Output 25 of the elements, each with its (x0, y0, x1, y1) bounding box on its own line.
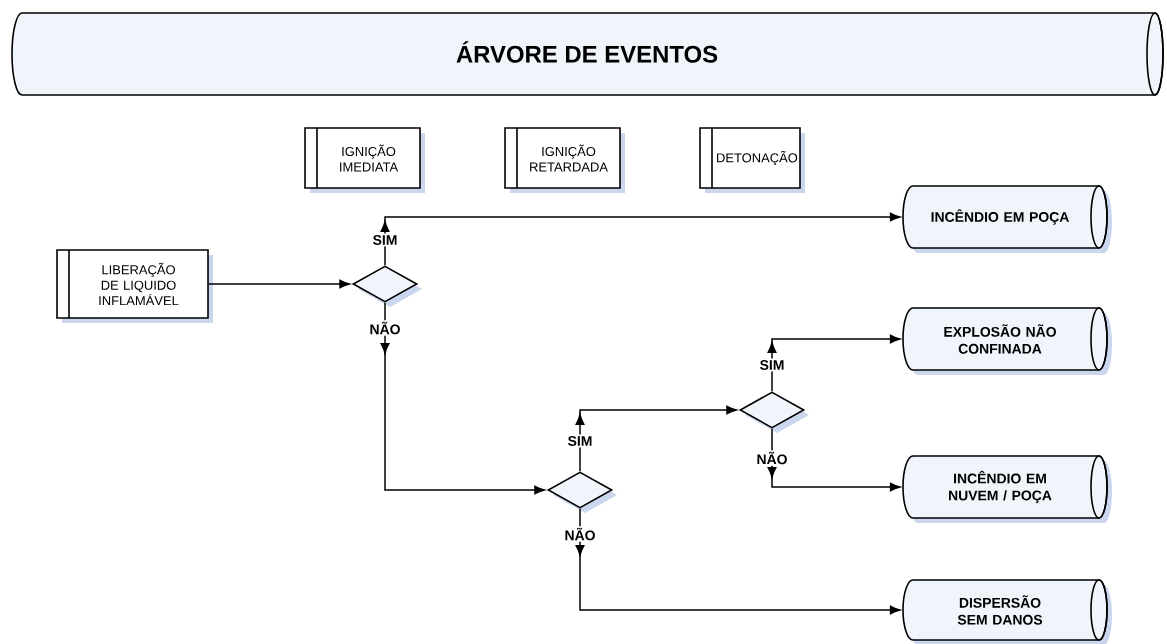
process-box: IGNIÇÃO RETARDADA (504, 127, 625, 193)
outcome-terminal: INCÊNDIO EM POÇA (902, 185, 1112, 253)
process-box: IGNIÇÃO IMEDIATA (304, 127, 425, 193)
arrow (380, 212, 901, 266)
edge-label: SIM (566, 434, 594, 448)
edge-label: SIM (371, 233, 399, 247)
process-box: LIBERAÇÃO DE LIQUIDO INFLAMÁVEL (56, 249, 213, 323)
process-box: DETONAÇÃO (699, 127, 805, 193)
arrow (767, 428, 901, 492)
title-banner: ÁRVORE DE EVENTOS (11, 12, 1164, 96)
arrow (208, 279, 350, 289)
edge-label: SIM (758, 358, 786, 372)
decision-diamond (546, 471, 617, 513)
arrow (575, 405, 737, 472)
edge-label: NÃO (368, 320, 402, 336)
arrow (575, 508, 901, 615)
outcome-terminal: DISPERSÃO SEM DANOS (902, 579, 1112, 644)
outcome-terminal: INCÊNDIO EM NUVEM / POÇA (902, 455, 1112, 523)
edge-label: NÃO (563, 526, 597, 542)
decision-diamond (351, 265, 422, 307)
edge-label: NÃO (755, 450, 789, 466)
arrow (767, 334, 901, 392)
outcome-terminal: EXPLOSÃO NÃO CONFINADA (902, 307, 1112, 375)
arrow (380, 302, 545, 495)
decision-diamond (738, 391, 809, 433)
